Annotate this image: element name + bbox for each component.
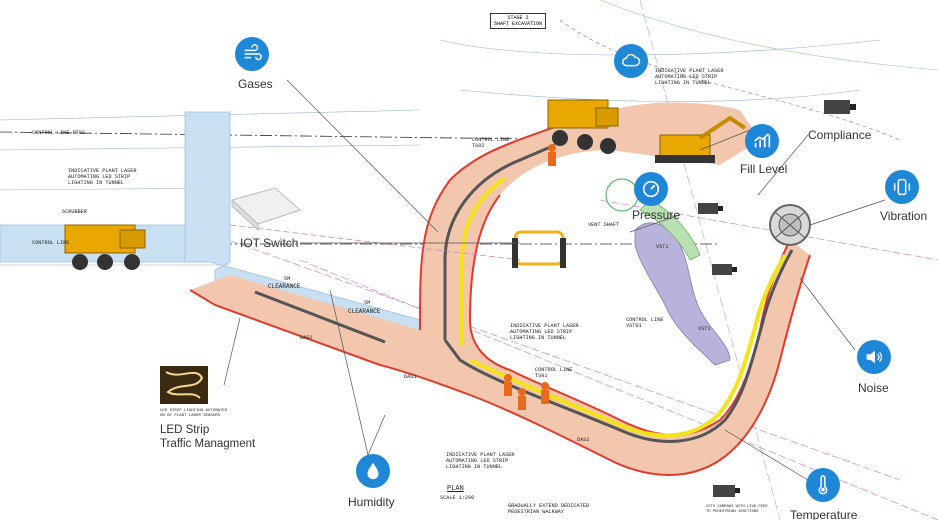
- dump-truck-top: [547, 99, 619, 154]
- clearance-dim-2: 5m: [364, 300, 371, 306]
- pedestrian-walkway: [254, 143, 794, 443]
- plan-title: PLAN: [447, 485, 464, 493]
- traffic-management-label: Traffic Managment: [160, 438, 256, 450]
- indicative-laser-left: INDICATIVE PLANT LASER AUTOMATING LED ST…: [68, 168, 137, 186]
- clearance-label-2: CLEARANCE: [348, 308, 381, 315]
- noise-label: Noise: [858, 381, 889, 395]
- temperature-label: Temperature: [790, 508, 858, 520]
- vent-shaft-label: VENT SHAFT: [588, 222, 620, 228]
- vibration-sensor-icon: [885, 170, 919, 204]
- walkway-label: GRADUALLY EXTEND DEDICATED PEDESTRIAN WA…: [508, 503, 589, 515]
- led-strip-left: [460, 176, 507, 345]
- control-line-left-label: CONTROL LINE: [32, 240, 70, 246]
- plan-scale: SCALE 1:200: [440, 495, 475, 501]
- indicative-laser-top: INDICATIVE PLANT LASER AUTOMATING LED ST…: [655, 68, 724, 86]
- excavator: [655, 115, 747, 163]
- iot-switch-label: IOT Switch: [240, 236, 299, 250]
- pressure-label: Pressure: [632, 208, 681, 222]
- dump-truck-left: [64, 224, 146, 270]
- stage-label-box: STAGE 2 SHAFT EXCAVATION: [490, 13, 547, 29]
- vst-tag-1: VST1: [656, 244, 669, 250]
- gate: [513, 230, 565, 266]
- humidity-label: Humidity: [348, 495, 395, 509]
- vent-shaft-marker: [605, 178, 639, 212]
- das-tag-2: DAS1: [404, 374, 417, 380]
- vst-tag-2: VST1: [698, 326, 711, 332]
- noise-sensor-icon: [857, 340, 891, 374]
- fill-level-sensor-icon: [745, 124, 779, 158]
- clearance-dim-1: 5m: [284, 276, 291, 282]
- led-strip-caption: LED STRIP LIGHTING AUTOMATED ON BY PLANT…: [160, 409, 228, 418]
- leader-lines: [223, 79, 886, 481]
- led-strip-label: LED Strip: [160, 424, 210, 436]
- das-tag-3: DAS2: [577, 437, 590, 443]
- humidity-sensor-icon: [356, 454, 390, 488]
- cctv-label: CCTV CAMERAS WITH LIVE FEED TO PEDESTRIA…: [706, 505, 768, 514]
- control-line-ts01-label: CONTROL LINE TS01: [535, 367, 573, 379]
- gas-cloud-sensor-icon: [614, 44, 648, 78]
- vent-shaft-green: [639, 199, 701, 261]
- compliance-label: Compliance: [808, 128, 872, 142]
- cctv-camera-icons: [698, 100, 856, 497]
- gases-sensor-icon: [235, 37, 269, 71]
- workers: [504, 144, 556, 410]
- indicative-laser-bottom: INDICATIVE PLANT LASER AUTOMATING LED ST…: [446, 452, 515, 470]
- fill-level-label: Fill Level: [740, 162, 788, 176]
- pressure-sensor-icon: [634, 172, 668, 206]
- vibration-label: Vibration: [880, 209, 928, 223]
- control-line-vst01-label: CONTROL LINE VST01: [626, 317, 664, 329]
- control-line-ts02-label: CONTROL LINE TS02: [472, 137, 510, 149]
- das-tag-1: DAS2: [300, 335, 313, 341]
- control-line-rt02: [0, 131, 761, 143]
- iot-switch-device: [231, 187, 301, 232]
- gases-label: Gases: [238, 77, 273, 91]
- stage-subtitle: SHAFT EXCAVATION: [494, 21, 543, 27]
- scrubber-label: SCRUBBER: [62, 209, 87, 215]
- stage-title: STAGE 2: [507, 15, 529, 21]
- tunnel-edge-inner-left: [419, 124, 561, 331]
- indicative-laser-mid: INDICATIVE PLANT LASER AUTOMATING LED ST…: [510, 323, 579, 341]
- tunnel-edge-outer: [189, 254, 811, 476]
- clearance-label-1: CLEARANCE: [268, 283, 301, 290]
- control-line-rt02-label: CONTROL LINE RT02: [32, 130, 85, 136]
- ventilation-fan: [769, 204, 811, 246]
- temperature-sensor-icon: [806, 468, 840, 502]
